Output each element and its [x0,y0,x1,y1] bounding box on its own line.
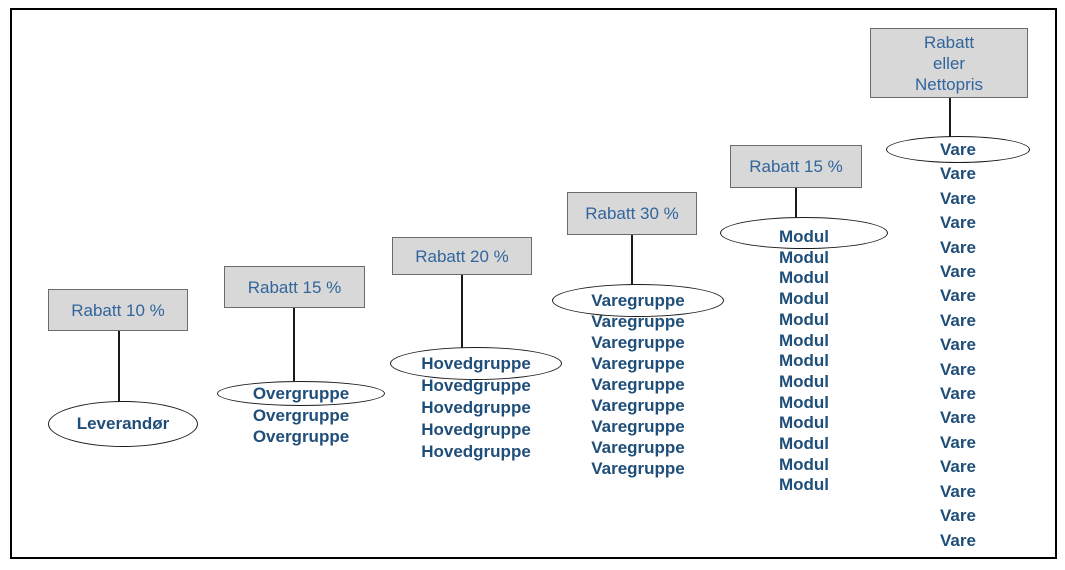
discount-box-overgruppe: Rabatt 15 % [224,266,365,308]
modul-label: Modul [778,475,830,495]
varegruppe-label: Varegruppe [591,312,685,331]
vare-label: Vare [940,481,976,501]
discount-box-label: Rabatt 10 % [71,300,165,320]
modul-label: Modul [778,434,830,454]
vare-label: Vare [940,408,976,428]
modul-label: Modul [778,227,830,246]
leverandor-label: Leverandør [76,414,170,433]
modul-label: Modul [778,392,830,412]
overgruppe-label: Overgruppe [252,405,350,425]
level-ellipse-leverandor [48,401,198,447]
discount-box-varegruppe: Rabatt 30 % [567,192,697,235]
discount-box-label-line3: Nettopris [914,74,984,94]
level-ellipse-modul [720,217,888,249]
discount-box-hovedgruppe: Rabatt 20 % [392,237,532,275]
connector-line [631,235,633,285]
hovedgruppe-label: Hovedgruppe [421,376,531,395]
vare-label: Vare [940,384,976,404]
discount-box-vare: Rabatt eller Nettopris [870,28,1028,98]
varegruppe-label: Varegruppe [591,291,685,310]
modul-label: Modul [778,289,830,309]
vare-label: Vare [940,262,976,282]
modul-label: Modul [778,413,830,433]
vare-label: Vare [940,286,976,306]
varegruppe-label: Varegruppe [591,417,685,436]
discount-box-label: Rabatt 30 % [585,204,679,223]
modul-label: Modul [778,309,830,329]
vare-label: Vare [940,310,976,330]
varegruppe-label: Varegruppe [591,438,685,457]
vare-label: Vare [940,213,976,233]
diagram-frame [10,8,1057,559]
hovedgruppe-label: Hovedgruppe [421,420,531,439]
vare-label: Vare [940,237,976,257]
discount-box-leverandor: Rabatt 10 % [48,289,188,331]
vare-label: Vare [940,359,976,379]
connector-line [293,308,295,381]
level-ellipse-vare [886,136,1030,163]
vare-label: Vare [940,432,976,452]
varegruppe-label: Varegruppe [591,459,685,478]
hovedgruppe-label: Hovedgruppe [421,442,531,461]
vare-label: Vare [940,335,976,355]
varegruppe-label: Varegruppe [591,333,685,352]
overgruppe-label: Overgruppe [252,384,350,403]
discount-box-modul: Rabatt 15 % [730,145,862,188]
discount-box-label-line1: Rabatt [923,32,975,52]
level-ellipse-varegruppe [552,284,724,317]
level-ellipse-overgruppe [217,381,385,406]
vare-label: Vare [940,506,976,526]
discount-box-label: Rabatt 15 % [247,277,342,297]
connector-line [461,275,463,348]
leverandor-items: Leverandør [48,411,198,437]
varegruppe-label: Varegruppe [591,375,685,394]
modul-label: Modul [778,268,830,288]
connector-line [949,98,951,137]
overgruppe-label: Overgruppe [252,427,350,446]
vare-label: Vare [940,530,976,550]
vare-label: Vare [940,188,976,208]
connector-line [795,188,797,218]
hovedgruppe-label: Hovedgruppe [421,398,531,417]
modul-label: Modul [778,454,830,474]
discount-box-label: Rabatt 20 % [415,246,509,266]
modul-label: Modul [778,351,830,371]
hovedgruppe-label: Hovedgruppe [421,354,531,373]
modul-label: Modul [778,247,830,267]
vare-label: Vare [940,140,976,159]
modul-label: Modul [778,330,830,350]
vare-label: Vare [940,457,976,477]
discount-box-label-line2: eller [932,53,966,73]
varegruppe-label: Varegruppe [591,396,685,415]
level-ellipse-hovedgruppe [390,347,562,380]
modul-label: Modul [778,371,830,391]
discount-box-label: Rabatt 15 % [749,157,843,176]
varegruppe-label: Varegruppe [591,354,685,373]
vare-label: Vare [940,164,976,184]
connector-line [118,331,120,402]
